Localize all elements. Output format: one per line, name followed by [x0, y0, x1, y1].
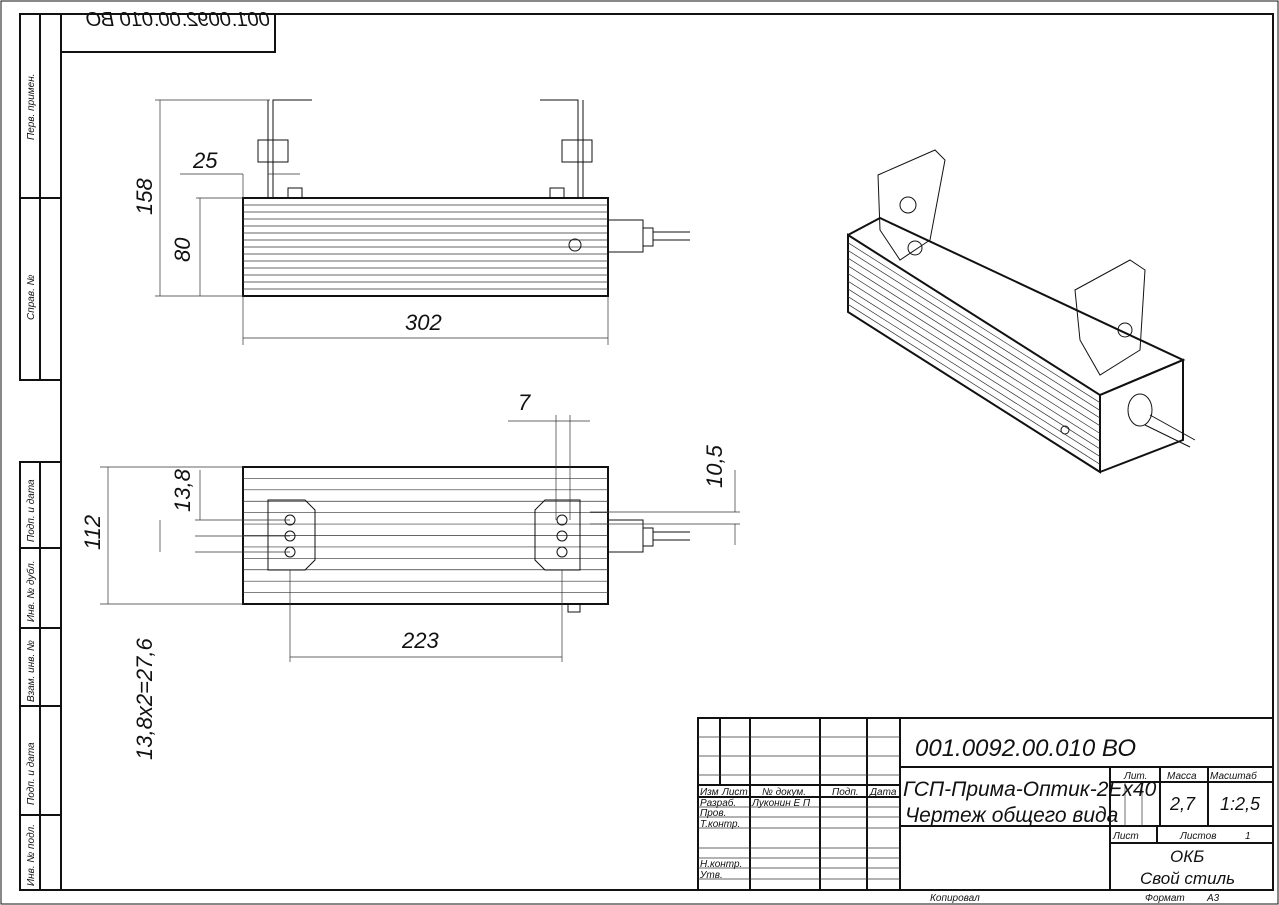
role-label: Т.контр. [700, 819, 740, 830]
fin-line [847, 304, 1101, 465]
fin-line [847, 250, 1101, 411]
dim-302: 302 [405, 310, 442, 335]
strip-label: Подп. и дата [26, 742, 37, 805]
fin-line [847, 288, 1101, 450]
dim-7: 7 [518, 390, 531, 415]
drawing-type: Чертеж общего вида [905, 804, 1118, 827]
product-name: ГСП-Прима-Оптик-2Ex40 [903, 778, 1157, 801]
isometric-view [847, 149, 1196, 474]
fin-line [847, 280, 1101, 442]
dim-158: 158 [132, 178, 157, 215]
col-sign: Подп. [832, 787, 859, 798]
dim-10-5: 10,5 [702, 444, 727, 488]
mass-label: Масса [1167, 771, 1197, 782]
title-block [697, 717, 1274, 891]
lit-label: Лит. [1123, 771, 1147, 782]
col-doc-no: № докум. [762, 787, 806, 798]
strip-label: Взам. инв. № [26, 640, 37, 702]
org-line2: Свой стиль [1140, 869, 1235, 888]
format-value: А3 [1206, 893, 1220, 904]
rotated-code-box [60, 13, 276, 53]
org-line1: ОКБ [1170, 847, 1204, 866]
mass-value: 2,7 [1169, 794, 1196, 814]
drawing-frame [60, 13, 1274, 891]
format-label: Формат [1145, 893, 1185, 904]
rotated-document-code: 001.0092.00.010 ВО [86, 9, 270, 31]
strip-label: Инв. № дубл. [25, 561, 37, 623]
fin-line [847, 265, 1101, 427]
side-strip: Перв. примен. Справ. № Подп. и дата Инв.… [19, 13, 62, 891]
col-izm: Изм [700, 787, 719, 798]
strip-label: Справ. № [26, 274, 37, 320]
role-label: Утв. [699, 870, 723, 881]
col-list: Лист [721, 787, 748, 798]
dim-80: 80 [170, 237, 195, 262]
col-date: Дата [869, 787, 897, 798]
strip-label: Перв. примен. [26, 74, 37, 140]
sheet-label: Лист [1112, 831, 1139, 842]
front-view [155, 99, 690, 345]
top-view [100, 415, 740, 662]
person-name: Луконин Е П [751, 798, 811, 809]
sheets-label: Листов [1179, 831, 1216, 842]
strip-label: Подп. и дата [26, 479, 37, 542]
role-label: Разраб. [700, 797, 736, 809]
dim-112: 112 [80, 515, 105, 550]
copied-label: Копировал [930, 893, 980, 904]
fin-line [847, 242, 1101, 403]
role-label: Н.контр. [700, 859, 742, 870]
sheets-value: 1 [1245, 831, 1251, 842]
scale-label: Масштаб [1210, 770, 1257, 782]
fin-line [847, 296, 1101, 457]
dim-25: 25 [192, 148, 218, 173]
title-document-code: 001.0092.00.010 ВО [915, 735, 1136, 762]
fin-line [847, 257, 1101, 419]
fin-line [847, 273, 1101, 434]
dim-13-8x2: 13,8x2=27,6 [132, 638, 157, 760]
role-label: Пров. [700, 808, 726, 819]
scale-value: 1:2,5 [1220, 794, 1261, 814]
dim-13-8: 13,8 [170, 468, 195, 512]
strip-label: Инв. № подл. [26, 824, 37, 886]
dim-223: 223 [401, 628, 439, 653]
